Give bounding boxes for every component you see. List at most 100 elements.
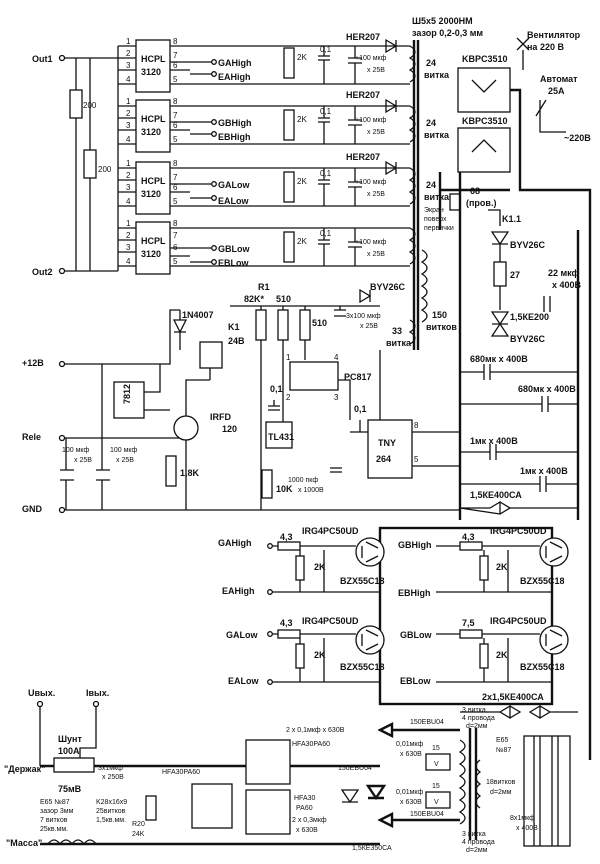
svg-text:BYV26C: BYV26C	[510, 240, 546, 250]
fan-label: Вентилятор	[527, 30, 581, 40]
svg-text:5: 5	[173, 197, 178, 206]
svg-text:3120: 3120	[141, 189, 161, 199]
hcpl-4: HCPL 3120 12 34 87 65 GBLow EBLow	[118, 219, 410, 275]
hfa-bridge-2	[245, 739, 291, 785]
svg-text:Е65: Е65	[496, 737, 509, 744]
svg-text:7 витков: 7 витков	[40, 817, 68, 824]
svg-text:4 провода: 4 провода	[462, 839, 495, 846]
svg-text:х 400В: х 400В	[552, 280, 582, 290]
svg-text:25А: 25А	[548, 86, 565, 96]
svg-text:15: 15	[432, 783, 440, 790]
svg-text:4: 4	[334, 353, 339, 362]
eblow-opto: EBLow	[218, 258, 249, 268]
svg-text:3: 3	[126, 121, 131, 130]
svg-text:d=2мм: d=2мм	[466, 723, 488, 730]
svg-text:х 630В: х 630В	[400, 799, 422, 806]
igbt-a-low	[355, 625, 385, 655]
svg-text:R1: R1	[258, 282, 270, 292]
bridge2-label: KBPC3510	[462, 116, 508, 126]
svg-text:24K: 24K	[132, 831, 145, 838]
svg-text:22 мкф: 22 мкф	[548, 268, 580, 278]
thermo-switch	[449, 193, 461, 211]
r200b-label: 200	[98, 165, 112, 174]
svg-text:HCPL: HCPL	[141, 176, 166, 186]
svg-text:4 провода: 4 провода	[462, 715, 495, 722]
svg-text:3х1мкф: 3х1мкф	[98, 765, 123, 772]
igbt-b-high	[539, 537, 569, 567]
ebhigh-opto: EBHigh	[218, 132, 251, 142]
hcpl-2: HCPL 3120 12 34 87 65 GBHigh EBHigh	[118, 97, 410, 153]
svg-text:HFA30: HFA30	[294, 795, 316, 802]
svg-text:1: 1	[126, 159, 131, 168]
optocoupler-pc817	[289, 361, 339, 391]
svg-text:7: 7	[173, 111, 178, 120]
transformer-gap: зазор 0,2-0,3 мм	[412, 28, 483, 38]
r200a-label: 200	[83, 101, 97, 110]
svg-text:"Держак": "Держак"	[4, 764, 45, 774]
svg-text:3: 3	[126, 61, 131, 70]
eahigh-opto: EAHigh	[218, 72, 251, 82]
svg-text:8: 8	[173, 159, 178, 168]
hfa-bridge-1	[191, 783, 233, 829]
svg-text:120: 120	[222, 424, 237, 434]
out2-terminal	[58, 267, 66, 275]
svg-text:0,1: 0,1	[320, 229, 332, 238]
svg-text:4: 4	[126, 257, 131, 266]
bridge1-label: KBPC3510	[462, 54, 508, 64]
galow-opto: GALow	[218, 180, 250, 190]
hcpl1-num: 3120	[141, 67, 161, 77]
svg-text:HFA30PA60: HFA30PA60	[162, 769, 200, 776]
svg-text:1,5КЕ400СА: 1,5КЕ400СА	[470, 490, 522, 500]
svg-text:1000 пкф: 1000 пкф	[288, 477, 318, 484]
her207-2: HER207	[346, 90, 380, 100]
igbt-bridge: IRG4PC50UD GAHigh EAHigh 4,3 2K BZX55C18…	[218, 526, 578, 720]
svg-text:7: 7	[173, 51, 178, 60]
svg-text:Iвых.: Iвых.	[86, 688, 109, 698]
svg-text:5: 5	[173, 135, 178, 144]
hfa-bridge-3	[245, 789, 291, 835]
svg-text:на 220 В: на 220 В	[527, 42, 564, 52]
svg-text:4,3: 4,3	[280, 532, 293, 542]
resistor-200-b	[83, 149, 97, 179]
relay-k1	[199, 341, 223, 369]
svg-text:"Масса": "Масса"	[6, 838, 42, 848]
bridge-2	[457, 127, 511, 173]
svg-text:2K: 2K	[297, 177, 307, 186]
svg-text:V: V	[434, 761, 439, 768]
bridge-1	[457, 67, 511, 113]
svg-text:510: 510	[312, 318, 327, 328]
svg-text:8: 8	[173, 37, 178, 46]
svg-text:2K: 2K	[496, 650, 508, 660]
svg-text:IRG4PC50UD: IRG4PC50UD	[302, 616, 359, 626]
svg-text:10K: 10K	[276, 484, 293, 494]
svg-text:витка: витка	[386, 338, 412, 348]
svg-text:BZX55C18: BZX55C18	[340, 576, 385, 586]
svg-text:K1.1: K1.1	[502, 214, 521, 224]
svg-text:4: 4	[126, 135, 131, 144]
svg-text:68: 68	[470, 186, 480, 196]
svg-text:24: 24	[426, 58, 436, 68]
svg-text:EBLow: EBLow	[400, 676, 431, 686]
svg-text:IRFD: IRFD	[210, 412, 231, 422]
svg-text:BYV26C: BYV26C	[510, 334, 546, 344]
svg-text:х 25В: х 25В	[367, 251, 385, 258]
svg-text:1: 1	[126, 219, 131, 228]
tl431	[265, 421, 293, 449]
svg-text:15: 15	[432, 745, 440, 752]
svg-text:3: 3	[126, 243, 131, 252]
svg-text:GBLow: GBLow	[400, 630, 432, 640]
gahigh-opto: GAHigh	[218, 58, 252, 68]
mains-label: ~220В	[564, 133, 591, 143]
svg-text:3: 3	[126, 183, 131, 192]
svg-text:5: 5	[173, 257, 178, 266]
svg-text:+100 мкф: +100 мкф	[355, 55, 387, 62]
her207-3: HER207	[346, 152, 380, 162]
svg-text:EAHigh: EAHigh	[222, 586, 255, 596]
fan-icon	[516, 37, 530, 70]
svg-text:1мк х 400В: 1мк х 400В	[470, 436, 518, 446]
svg-text:7812: 7812	[122, 384, 132, 404]
svg-text:поверх: поверх	[424, 216, 447, 223]
svg-text:7: 7	[173, 231, 178, 240]
